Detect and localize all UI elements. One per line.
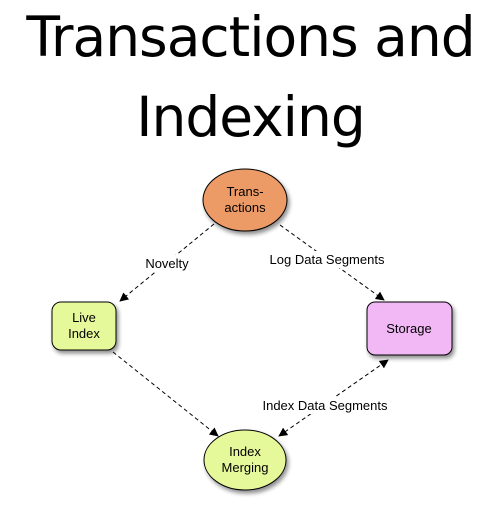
edge-label-novelty: Novelty (145, 256, 189, 271)
node-index-merging-label-2: Merging (222, 460, 269, 475)
node-index-merging-label-1: Index (229, 444, 261, 459)
title-line-2: Indexing (136, 85, 365, 149)
node-transactions-shape (202, 168, 288, 232)
node-storage (366, 301, 453, 356)
edge-label-index-data-segments: Index Data Segments (262, 398, 388, 413)
node-storage-shape (366, 301, 453, 356)
node-live-index-shape (51, 301, 117, 351)
edge-label-index-group: Index Data Segments (253, 397, 398, 414)
edge-live-index-to-merging (112, 351, 219, 437)
node-index-merging (203, 429, 287, 491)
title-line-1: Transactions and (26, 5, 475, 69)
node-transactions-label-2: actions (224, 200, 266, 215)
edge-novelty (119, 223, 215, 302)
edge-novelty-line (119, 223, 215, 302)
edge-label-log-data-segments: Log Data Segments (270, 252, 385, 267)
node-storage-label: Storage (386, 321, 432, 336)
edge-live-index-to-merging-line (112, 351, 219, 437)
node-live-index (51, 301, 117, 351)
node-live-index-label-1: Live (72, 310, 96, 325)
edge-label-novelty-group: Novelty (138, 255, 198, 272)
edge-label-log-group: Log Data Segments (262, 251, 392, 268)
node-index-merging-shape (203, 429, 287, 491)
node-transactions (202, 168, 288, 232)
node-live-index-label-2: Index (68, 326, 100, 341)
node-transactions-label-1: Trans- (226, 184, 263, 199)
